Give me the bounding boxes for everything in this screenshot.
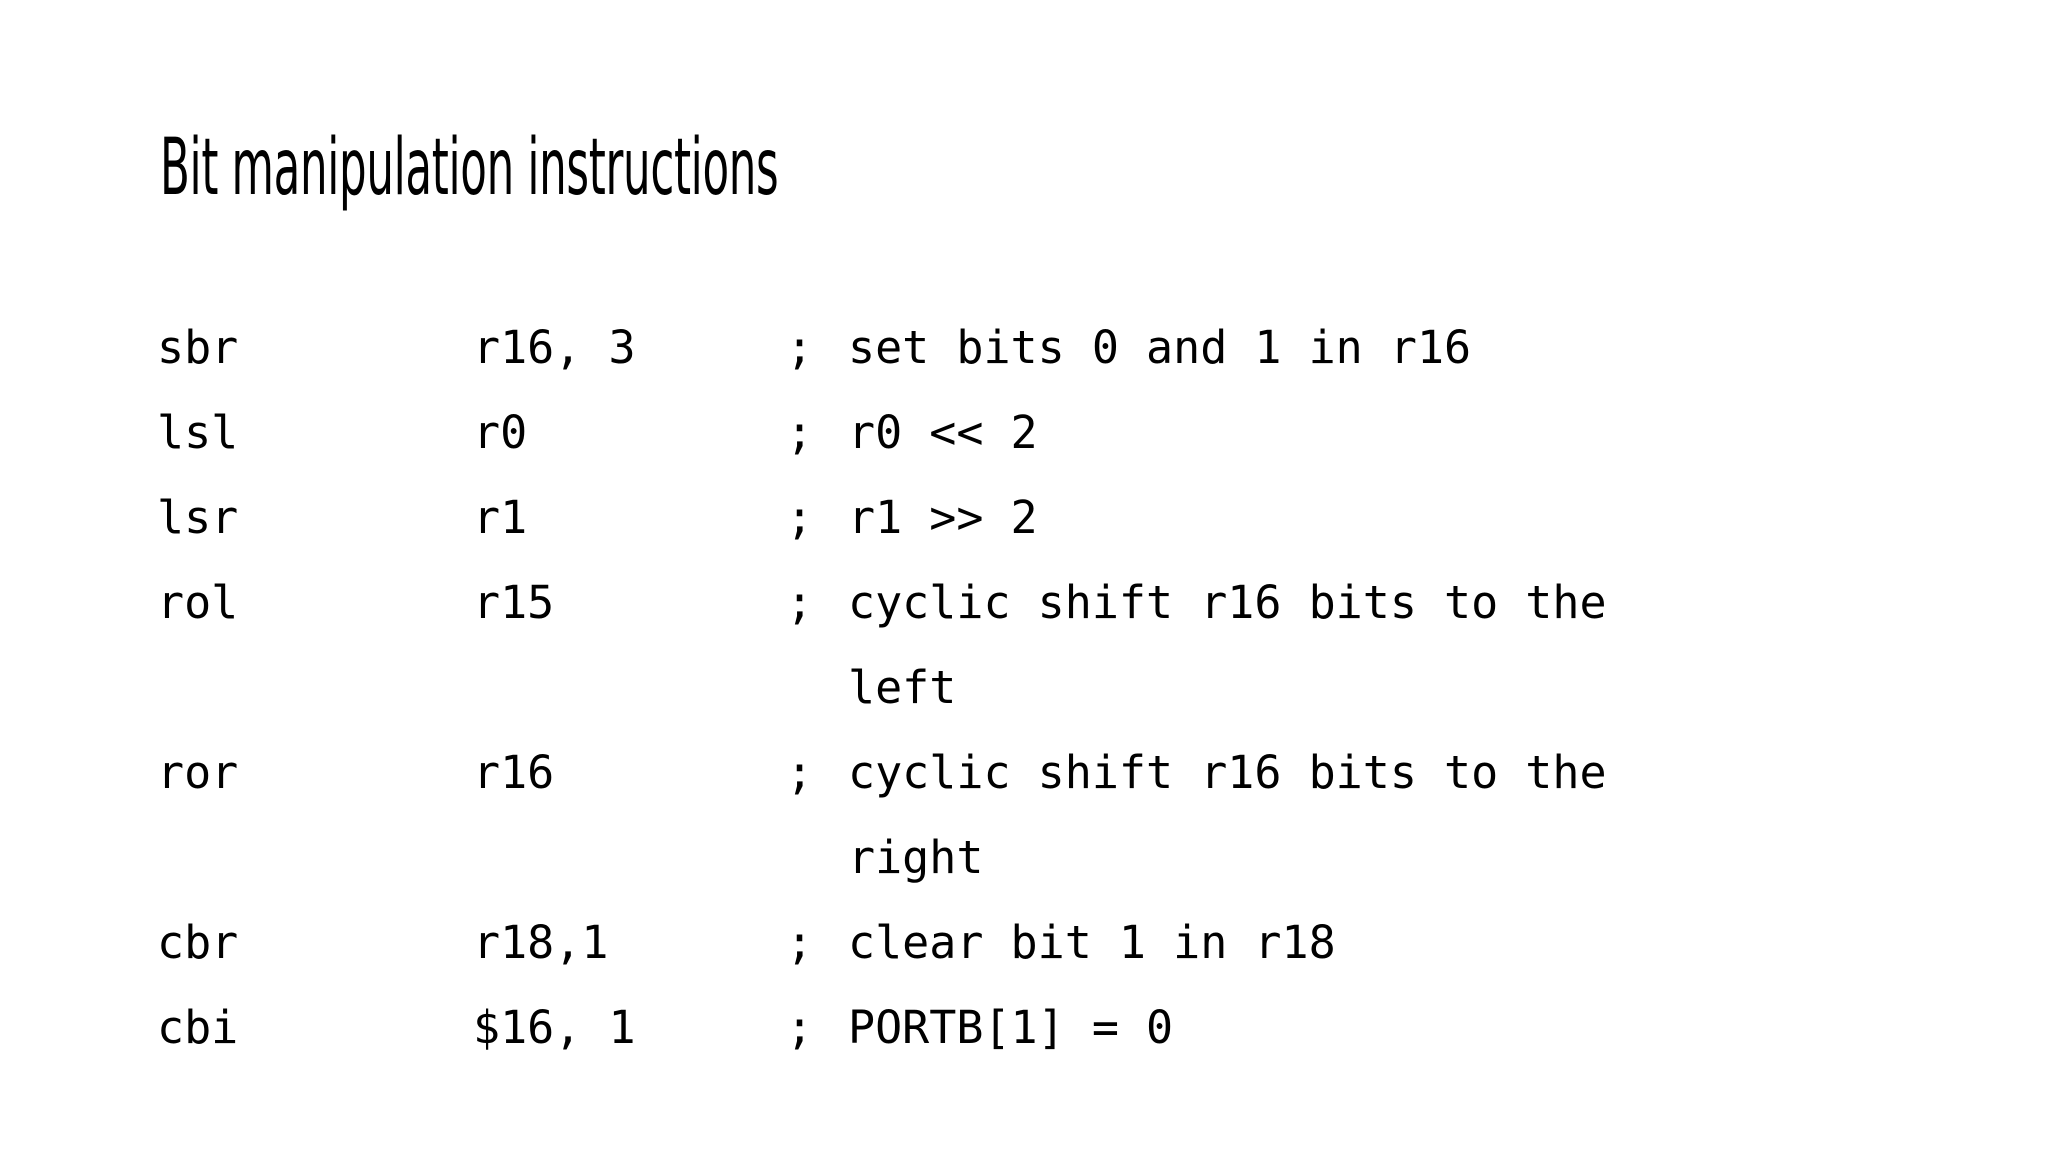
comment-separator: ; (786, 1001, 814, 1054)
instruction-operand: r16, 3 (473, 321, 636, 374)
code-line: lsl r0 ; r0 << 2 (157, 390, 1957, 475)
instruction-operand: $16, 1 (473, 1001, 636, 1054)
page-title: Bit manipulation instructions (160, 123, 779, 213)
instruction-mnemonic: cbr (157, 916, 239, 969)
instruction-mnemonic: rol (157, 576, 239, 629)
comment-text: cyclic shift r16 bits to the (848, 576, 1607, 629)
code-line: ror r16 ; cyclic shift r16 bits to the r… (157, 730, 1957, 900)
comment-separator: ; (786, 491, 814, 544)
instruction-comment: PORTB[1] = 0 (848, 985, 1968, 1070)
instruction-mnemonic: lsl (157, 406, 239, 459)
comment-text: clear bit 1 in r18 (848, 916, 1336, 969)
instruction-mnemonic: ror (157, 746, 239, 799)
instruction-comment: cyclic shift r16 bits to the right (848, 730, 1968, 900)
instruction-comment: r0 << 2 (848, 390, 1968, 475)
instruction-operand: r16 (473, 746, 555, 799)
code-line: rol r15 ; cyclic shift r16 bits to the l… (157, 560, 1957, 730)
instruction-comment: clear bit 1 in r18 (848, 900, 1968, 985)
comment-text-continuation: left (848, 661, 957, 714)
code-line: cbi $16, 1 ; PORTB[1] = 0 (157, 985, 1957, 1070)
instruction-operand: r18,1 (473, 916, 609, 969)
code-line: cbr r18,1 ; clear bit 1 in r18 (157, 900, 1957, 985)
instruction-mnemonic: sbr (157, 321, 239, 374)
instruction-operand: r0 (473, 406, 528, 459)
instruction-comment: r1 >> 2 (848, 475, 1968, 560)
comment-text: set bits 0 and 1 in r16 (848, 321, 1472, 374)
comment-text: r0 << 2 (848, 406, 1038, 459)
comment-text: PORTB[1] = 0 (848, 1001, 1174, 1054)
code-line: sbr r16, 3 ; set bits 0 and 1 in r16 (157, 305, 1957, 390)
comment-separator: ; (786, 916, 814, 969)
instruction-operand: r1 (473, 491, 528, 544)
comment-separator: ; (786, 321, 814, 374)
comment-text-continuation: right (848, 831, 984, 884)
instruction-mnemonic: lsr (157, 491, 239, 544)
comment-separator: ; (786, 406, 814, 459)
instruction-comment: set bits 0 and 1 in r16 (848, 305, 1968, 390)
instruction-comment: cyclic shift r16 bits to the left (848, 560, 1968, 730)
comment-text: r1 >> 2 (848, 491, 1038, 544)
instruction-mnemonic: cbi (157, 1001, 239, 1054)
code-listing: sbr r16, 3 ; set bits 0 and 1 in r16 lsl… (157, 305, 1957, 1070)
code-line: lsr r1 ; r1 >> 2 (157, 475, 1957, 560)
comment-separator: ; (786, 746, 814, 799)
comment-text: cyclic shift r16 bits to the (848, 746, 1607, 799)
comment-separator: ; (786, 576, 814, 629)
instruction-operand: r15 (473, 576, 555, 629)
